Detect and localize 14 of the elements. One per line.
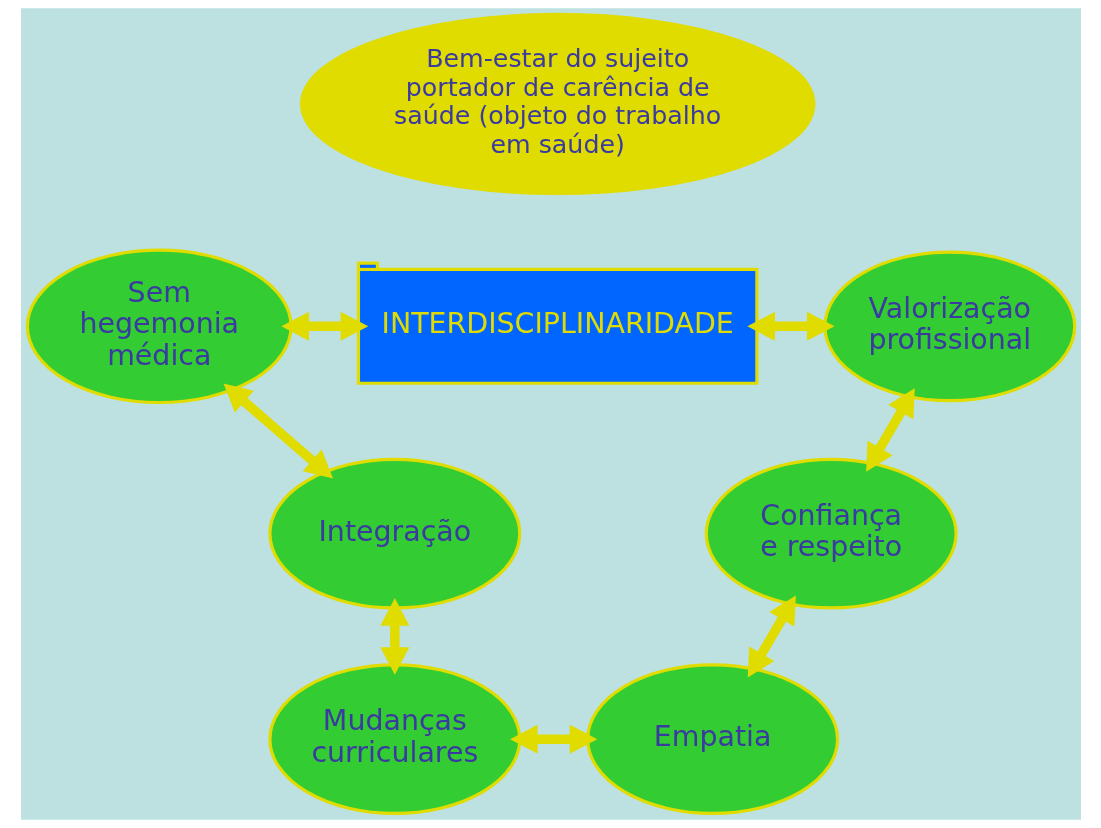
node-ellipse: Bem-estar do sujeito portador de carência de saúde (objeto do trabalho em saúde) (299, 12, 815, 196)
node-ellipse: Mudanças curriculares (267, 663, 521, 816)
arrow (746, 311, 835, 341)
node-ellipse: Sem hegemonia médica (25, 248, 293, 405)
arrow (865, 388, 915, 472)
node-ellipse: Confiança e respeito (704, 457, 958, 610)
arrow (280, 311, 368, 341)
arrow (222, 383, 333, 479)
node-ellipse: Integração (267, 457, 521, 610)
node-ellipse: Empatia (585, 663, 839, 816)
arrow (379, 598, 409, 675)
node-ellipse: Valorização profissional (822, 250, 1076, 403)
arrow (509, 724, 597, 754)
arrow (747, 595, 796, 678)
